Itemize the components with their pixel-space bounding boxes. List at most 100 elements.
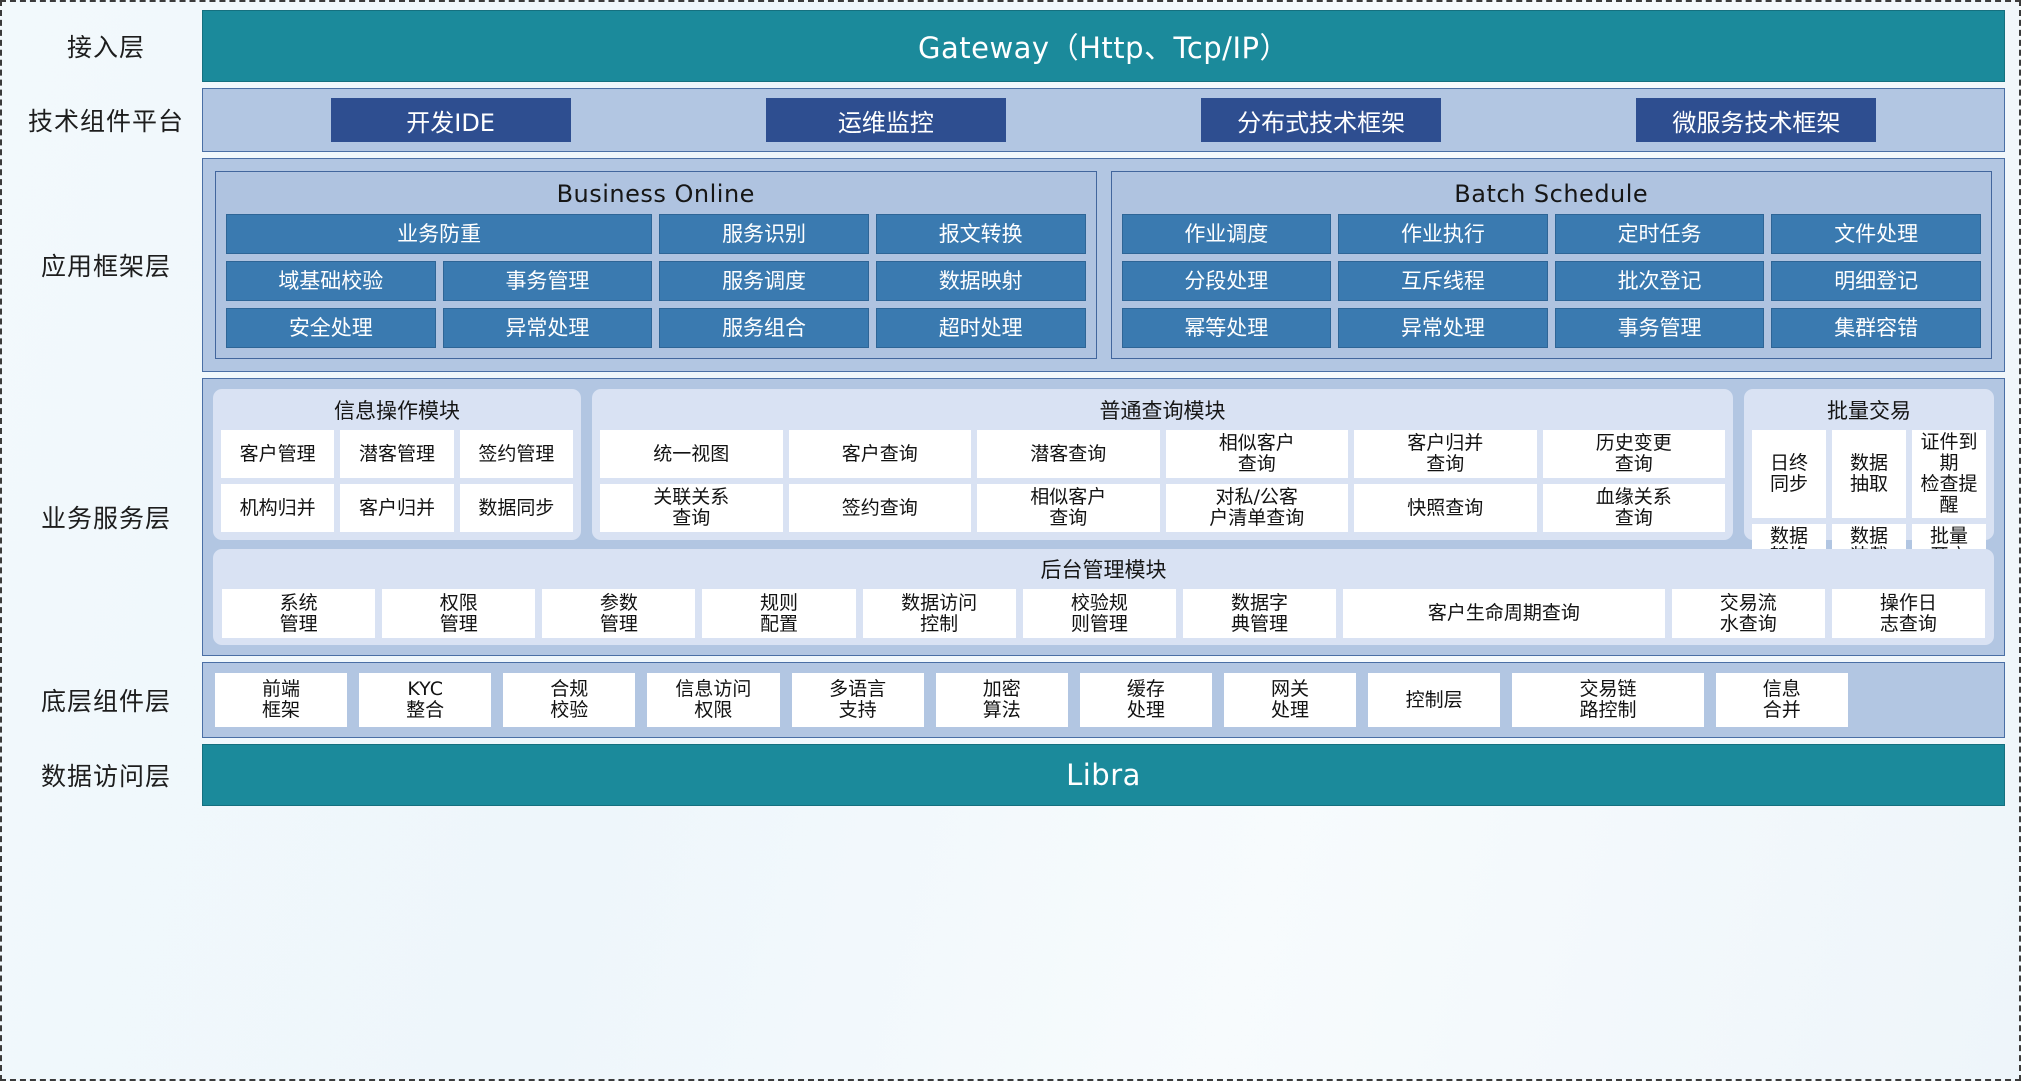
cell-gateway-process[interactable]: 网关处理: [1223, 673, 1357, 727]
app-cell-data-mapping[interactable]: 数据映射: [875, 261, 1086, 301]
app-cell-security-process[interactable]: 安全处理: [226, 308, 436, 348]
app-cell-business-dedup[interactable]: 业务防重: [226, 214, 653, 254]
cell-compliance-check[interactable]: 合规校验: [503, 673, 636, 727]
app-cell-job-schedule[interactable]: 作业调度: [1121, 214, 1332, 254]
layer-row-biz-service: 业务服务层 信息操作模块 客户管理 潜客管理 签约管理 机构归并 客户归并 数据…: [10, 378, 2005, 656]
app-cell-service-composition[interactable]: 服务组合: [659, 308, 869, 348]
layer-label-tech-platform: 技术组件平台: [27, 107, 184, 136]
cell-info-access-permission[interactable]: 信息访问权限: [647, 673, 780, 727]
app-cell-exception-process[interactable]: 异常处理: [442, 308, 653, 348]
module-title-backend-admin: 后台管理模块: [1040, 558, 1167, 582]
layer-body-app-framework: Business Online 业务防重 服务识别 报文转换 域基础校验 事务管…: [202, 158, 2005, 372]
cell-data-dictionary-mgmt[interactable]: 数据字典管理: [1182, 589, 1337, 638]
cell-customer-merge[interactable]: 客户归并: [340, 484, 454, 532]
cell-system-mgmt[interactable]: 系统管理: [222, 589, 376, 638]
cell-data-access-control[interactable]: 数据访问控制: [862, 589, 1016, 638]
cell-info-merge[interactable]: 信息合并: [1715, 673, 1848, 727]
cell-encryption-algorithm[interactable]: 加密算法: [935, 673, 1068, 727]
tech-chip-microservice-framework[interactable]: 微服务技术框架: [1636, 98, 1877, 142]
cell-frontend-framework[interactable]: 前端框架: [215, 673, 348, 727]
libra-bar[interactable]: Libra: [202, 744, 2005, 806]
app-group-title-business-online: Business Online: [556, 180, 755, 208]
layer-body-data-access: Libra: [202, 744, 2005, 806]
app-cell-transaction-mgmt[interactable]: 事务管理: [442, 261, 653, 301]
module-grid-backend-admin: 系统管理 权限管理 参数管理 规则配置 数据访问控制 校验规则管理 数据字典管理…: [222, 589, 1985, 638]
cell-customer-query[interactable]: 客户查询: [788, 430, 971, 478]
app-cell-detail-register[interactable]: 明细登记: [1771, 261, 1981, 301]
tech-chip-ops-monitor[interactable]: 运维监控: [765, 98, 1006, 142]
app-cell-batch-transaction-mgmt[interactable]: 事务管理: [1554, 308, 1765, 348]
cell-private-public-customer-list-query[interactable]: 对私/公客户清单查询: [1165, 484, 1348, 532]
layer-body-access: Gateway（Http、Tcp/IP）: [202, 10, 2005, 82]
module-title-batch-trade: 批量交易: [1827, 399, 1911, 423]
cell-similar-customer-query[interactable]: 相似客户查询: [1165, 430, 1348, 478]
app-cell-idempotent-process[interactable]: 幂等处理: [1121, 308, 1332, 348]
app-cell-job-execute[interactable]: 作业执行: [1338, 214, 1548, 254]
module-info-operation: 信息操作模块 客户管理 潜客管理 签约管理 机构归并 客户归并 数据同步: [213, 389, 581, 540]
module-backend-admin: 后台管理模块 系统管理 权限管理 参数管理 规则配置 数据访问控制 校验规则管理…: [213, 549, 1994, 645]
layer-body-tech-platform: 开发IDE 运维监控 分布式技术框架 微服务技术框架: [202, 88, 2005, 152]
cell-parameter-mgmt[interactable]: 参数管理: [542, 589, 696, 638]
app-group-batch-schedule: Batch Schedule 作业调度 作业执行 定时任务 文件处理 分段处理 …: [1110, 171, 1992, 359]
cell-org-merge[interactable]: 机构归并: [221, 484, 335, 532]
cell-eod-sync[interactable]: 日终同步: [1752, 430, 1826, 518]
app-cell-cluster-fault-tolerance[interactable]: 集群容错: [1771, 308, 1981, 348]
layer-label-app-framework: 应用框架层: [40, 252, 171, 281]
layer-body-biz-service: 信息操作模块 客户管理 潜客管理 签约管理 机构归并 客户归并 数据同步 普通查…: [202, 378, 2005, 656]
module-grid-info-operation: 客户管理 潜客管理 签约管理 机构归并 客户归并 数据同步: [221, 430, 573, 532]
app-cell-message-convert[interactable]: 报文转换: [875, 214, 1086, 254]
module-title-common-query: 普通查询模块: [1099, 399, 1226, 423]
tech-platform-panel: 开发IDE 运维监控 分布式技术框架 微服务技术框架: [202, 88, 2005, 152]
cell-unified-view[interactable]: 统一视图: [600, 430, 783, 478]
layer-label-bottom-component: 底层组件层: [40, 687, 171, 716]
cell-relation-query[interactable]: 关联关系查询: [600, 484, 783, 532]
app-cell-batch-register[interactable]: 批次登记: [1554, 261, 1765, 301]
app-cell-file-process[interactable]: 文件处理: [1771, 214, 1981, 254]
app-cell-batch-exception-process[interactable]: 异常处理: [1338, 308, 1548, 348]
app-cell-segment-process[interactable]: 分段处理: [1121, 261, 1332, 301]
cell-cert-expiry-reminder[interactable]: 证件到期检查提醒: [1912, 430, 1986, 518]
app-grid-business-online: 业务防重 服务识别 报文转换 域基础校验 事务管理 服务调度 数据映射 安全处理…: [226, 214, 1086, 348]
app-cell-domain-validate[interactable]: 域基础校验: [226, 261, 436, 301]
cell-operation-log-query[interactable]: 操作日志查询: [1831, 589, 1985, 638]
app-cell-timed-task[interactable]: 定时任务: [1554, 214, 1765, 254]
cell-prospect-mgmt[interactable]: 潜客管理: [340, 430, 454, 478]
cell-cache-process[interactable]: 缓存处理: [1079, 673, 1212, 727]
cell-history-change-query[interactable]: 历史变更查询: [1542, 430, 1725, 478]
cell-prospect-query[interactable]: 潜客查询: [977, 430, 1160, 478]
module-title-info-operation: 信息操作模块: [334, 399, 460, 423]
cell-customer-lifecycle-query[interactable]: 客户生命周期查询: [1343, 589, 1665, 638]
cell-data-extract[interactable]: 数据抽取: [1832, 430, 1906, 518]
app-cell-service-identify[interactable]: 服务识别: [659, 214, 869, 254]
module-common-query: 普通查询模块 统一视图 客户查询 潜客查询 相似客户查询 客户归并查询 历史变更…: [592, 389, 1733, 540]
app-cell-timeout-process[interactable]: 超时处理: [875, 308, 1086, 348]
tech-chip-distributed-framework[interactable]: 分布式技术框架: [1201, 98, 1442, 142]
layer-row-app-framework: 应用框架层 Business Online 业务防重 服务识别 报文转换 域基础…: [10, 158, 2005, 372]
cell-customer-merge-query[interactable]: 客户归并查询: [1354, 430, 1537, 478]
gateway-bar[interactable]: Gateway（Http、Tcp/IP）: [202, 10, 2005, 82]
cell-customer-mgmt[interactable]: 客户管理: [221, 430, 335, 478]
cell-contract-query[interactable]: 签约查询: [788, 484, 971, 532]
tech-chip-dev-ide[interactable]: 开发IDE: [330, 98, 571, 142]
cell-data-sync[interactable]: 数据同步: [459, 484, 573, 532]
cell-transaction-chain-control[interactable]: 交易链路控制: [1512, 673, 1704, 727]
cell-transaction-flow-query[interactable]: 交易流水查询: [1671, 589, 1825, 638]
app-cell-service-dispatch[interactable]: 服务调度: [659, 261, 869, 301]
cell-contract-mgmt[interactable]: 签约管理: [459, 430, 573, 478]
cell-similar-customer-query-2[interactable]: 相似客户查询: [977, 484, 1160, 532]
cell-validation-rule-mgmt[interactable]: 校验规则管理: [1022, 589, 1176, 638]
cell-lineage-query[interactable]: 血缘关系查询: [1542, 484, 1725, 532]
biz-service-panel: 信息操作模块 客户管理 潜客管理 签约管理 机构归并 客户归并 数据同步 普通查…: [202, 378, 2005, 656]
cell-snapshot-query[interactable]: 快照查询: [1354, 484, 1537, 532]
cell-rule-config[interactable]: 规则配置: [702, 589, 856, 638]
module-grid-common-query: 统一视图 客户查询 潜客查询 相似客户查询 客户归并查询 历史变更查询 关联关系…: [600, 430, 1725, 532]
cell-control-layer[interactable]: 控制层: [1368, 673, 1501, 727]
cell-permission-mgmt[interactable]: 权限管理: [382, 589, 536, 638]
biz-service-admin-row: 后台管理模块 系统管理 权限管理 参数管理 规则配置 数据访问控制 校验规则管理…: [213, 549, 1994, 645]
cell-multilingual-support[interactable]: 多语言支持: [791, 673, 924, 727]
layer-label-data-access: 数据访问层: [40, 762, 171, 791]
app-cell-mutex-thread[interactable]: 互斥线程: [1338, 261, 1548, 301]
